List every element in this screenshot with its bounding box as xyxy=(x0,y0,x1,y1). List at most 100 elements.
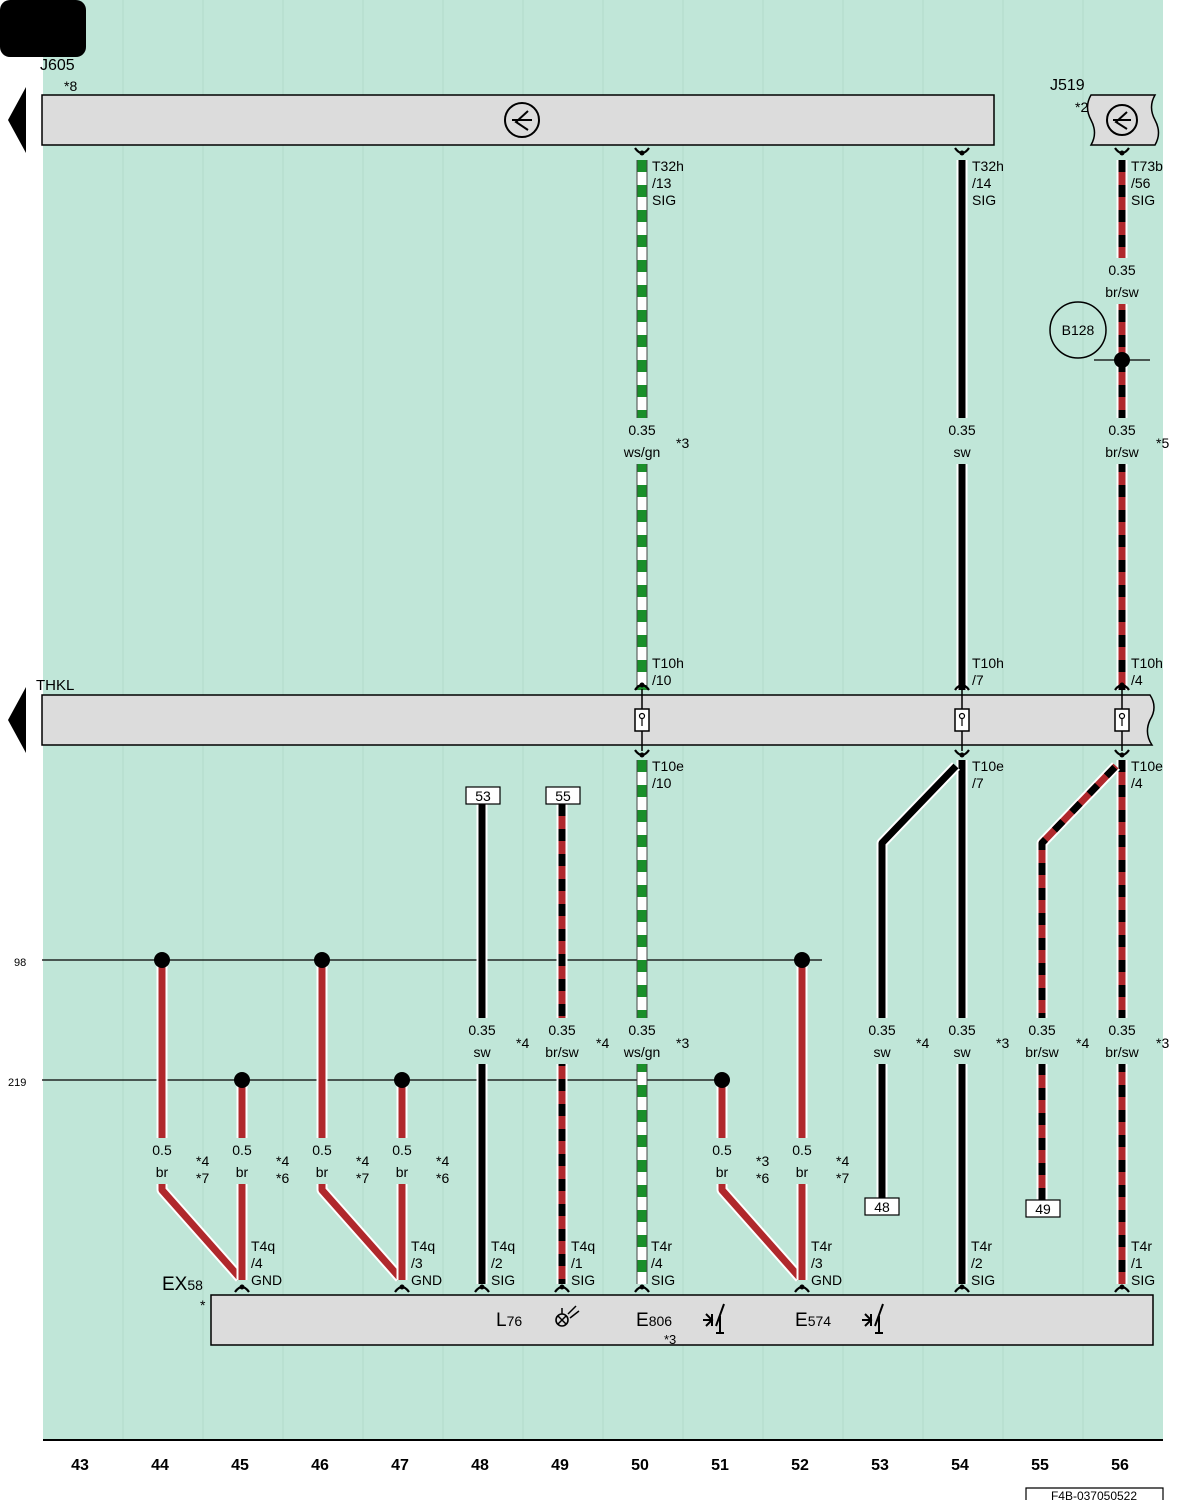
splice-b128: B128 xyxy=(1049,301,1150,368)
connector-t10h-7: T10h/7 xyxy=(972,655,1004,688)
component-thkl: THKL xyxy=(8,677,1155,753)
page-tab xyxy=(0,0,86,57)
wire-label: 0.5br*4*7 xyxy=(780,1138,849,1186)
svg-text:0.5: 0.5 xyxy=(392,1142,412,1158)
bus-lines: 98 219 xyxy=(8,957,822,1089)
svg-text:0.5: 0.5 xyxy=(232,1142,252,1158)
svg-text:*3: *3 xyxy=(676,435,689,451)
column-number-44: 44 xyxy=(151,1457,169,1474)
svg-text:*4: *4 xyxy=(596,1035,609,1051)
component-j519-label: J519 xyxy=(1050,77,1085,94)
connector-t10h-10: T10h/10 xyxy=(652,655,684,688)
control-unit-icon xyxy=(1106,104,1138,136)
wire-br-col46 xyxy=(316,960,405,1282)
svg-text:0.35: 0.35 xyxy=(868,1022,895,1038)
connector-t10h-4: T10h/4 xyxy=(1131,655,1163,688)
control-unit-icon xyxy=(504,102,540,138)
wire-label: 0.35 sw xyxy=(940,418,984,464)
column-number-51: 51 xyxy=(711,1457,729,1474)
wire-label: 0.5br*4*7 xyxy=(300,1138,369,1186)
component-j519-note: *2 xyxy=(1075,99,1088,115)
reference-53: 53 xyxy=(475,788,491,804)
svg-text:*4: *4 xyxy=(516,1035,529,1051)
svg-text:0.35: 0.35 xyxy=(548,1022,575,1038)
svg-text:*4: *4 xyxy=(1076,1035,1089,1051)
wire-br-col51 xyxy=(716,1080,805,1282)
svg-text:*4*7: *4*7 xyxy=(196,1153,209,1186)
svg-text:ws/gn: ws/gn xyxy=(623,444,661,460)
component-j519: J519 *2 xyxy=(1050,77,1160,146)
svg-text:*3: *3 xyxy=(996,1035,1009,1051)
svg-text:br/sw: br/sw xyxy=(1105,444,1139,460)
column-number-43: 43 xyxy=(71,1457,89,1474)
svg-text:br: br xyxy=(156,1164,169,1180)
svg-text:br: br xyxy=(796,1164,809,1180)
reference-48: 48 xyxy=(874,1199,890,1215)
column-number-50: 50 xyxy=(631,1457,649,1474)
component-j605: J605 *8 xyxy=(8,57,995,153)
wire-label: 0.35 sw *4 xyxy=(860,1018,929,1064)
svg-text:*4*7: *4*7 xyxy=(836,1153,849,1186)
arrow-left-icon xyxy=(8,687,26,753)
wire-br-sw-col55 xyxy=(1036,762,1120,1200)
component-ex58-note: * xyxy=(200,1297,206,1313)
component-e574-label: E574 xyxy=(795,1310,831,1331)
component-j605-note: *8 xyxy=(64,78,77,94)
column-number-53: 53 xyxy=(871,1457,889,1474)
wire-sw-col53 xyxy=(876,762,960,1198)
component-l76-label: L76 xyxy=(496,1310,522,1331)
svg-text:*4*7: *4*7 xyxy=(356,1153,369,1186)
arrow-left-icon xyxy=(8,87,26,153)
column-number-46: 46 xyxy=(311,1457,329,1474)
svg-text:0.35: 0.35 xyxy=(1108,422,1135,438)
component-ex58-label: EX58 xyxy=(162,1274,203,1295)
splice-b128-label: B128 xyxy=(1062,322,1095,338)
wire-label: 0.5br*4*6 xyxy=(380,1138,449,1186)
svg-text:br: br xyxy=(316,1164,329,1180)
svg-text:sw: sw xyxy=(873,1044,891,1060)
connector-t10e-10: T10e/10 xyxy=(652,758,684,791)
svg-text:0.35: 0.35 xyxy=(468,1022,495,1038)
svg-text:br/sw: br/sw xyxy=(1105,284,1139,300)
column-number-49: 49 xyxy=(551,1457,569,1474)
column-number-48: 48 xyxy=(471,1457,489,1474)
svg-text:0.35: 0.35 xyxy=(948,422,975,438)
column-number-54: 54 xyxy=(951,1457,969,1474)
svg-text:*3: *3 xyxy=(676,1035,689,1051)
column-number-55: 55 xyxy=(1031,1457,1049,1474)
svg-text:ws/gn: ws/gn xyxy=(623,1044,661,1060)
connector-t10e-7: T10e/7 xyxy=(972,758,1004,791)
reference-55: 55 xyxy=(555,788,571,804)
wire-label: 0.5br*4*6 xyxy=(220,1138,289,1186)
terminals xyxy=(234,147,1130,1293)
svg-text:sw: sw xyxy=(953,444,971,460)
junction-dots xyxy=(154,952,810,1088)
switch-icon xyxy=(703,1303,725,1334)
svg-text:*4: *4 xyxy=(916,1035,929,1051)
svg-text:*4*6: *4*6 xyxy=(276,1153,289,1186)
component-thkl-label: THKL xyxy=(36,677,74,694)
reference-49: 49 xyxy=(1035,1201,1051,1217)
component-thkl-box xyxy=(41,694,1155,746)
wire-br-col44 xyxy=(156,960,245,1282)
column-number-45: 45 xyxy=(231,1457,249,1474)
column-number-56: 56 xyxy=(1111,1457,1129,1474)
svg-text:br/sw: br/sw xyxy=(1105,1044,1139,1060)
wire-label: 0.5br*3*6 xyxy=(700,1138,769,1186)
